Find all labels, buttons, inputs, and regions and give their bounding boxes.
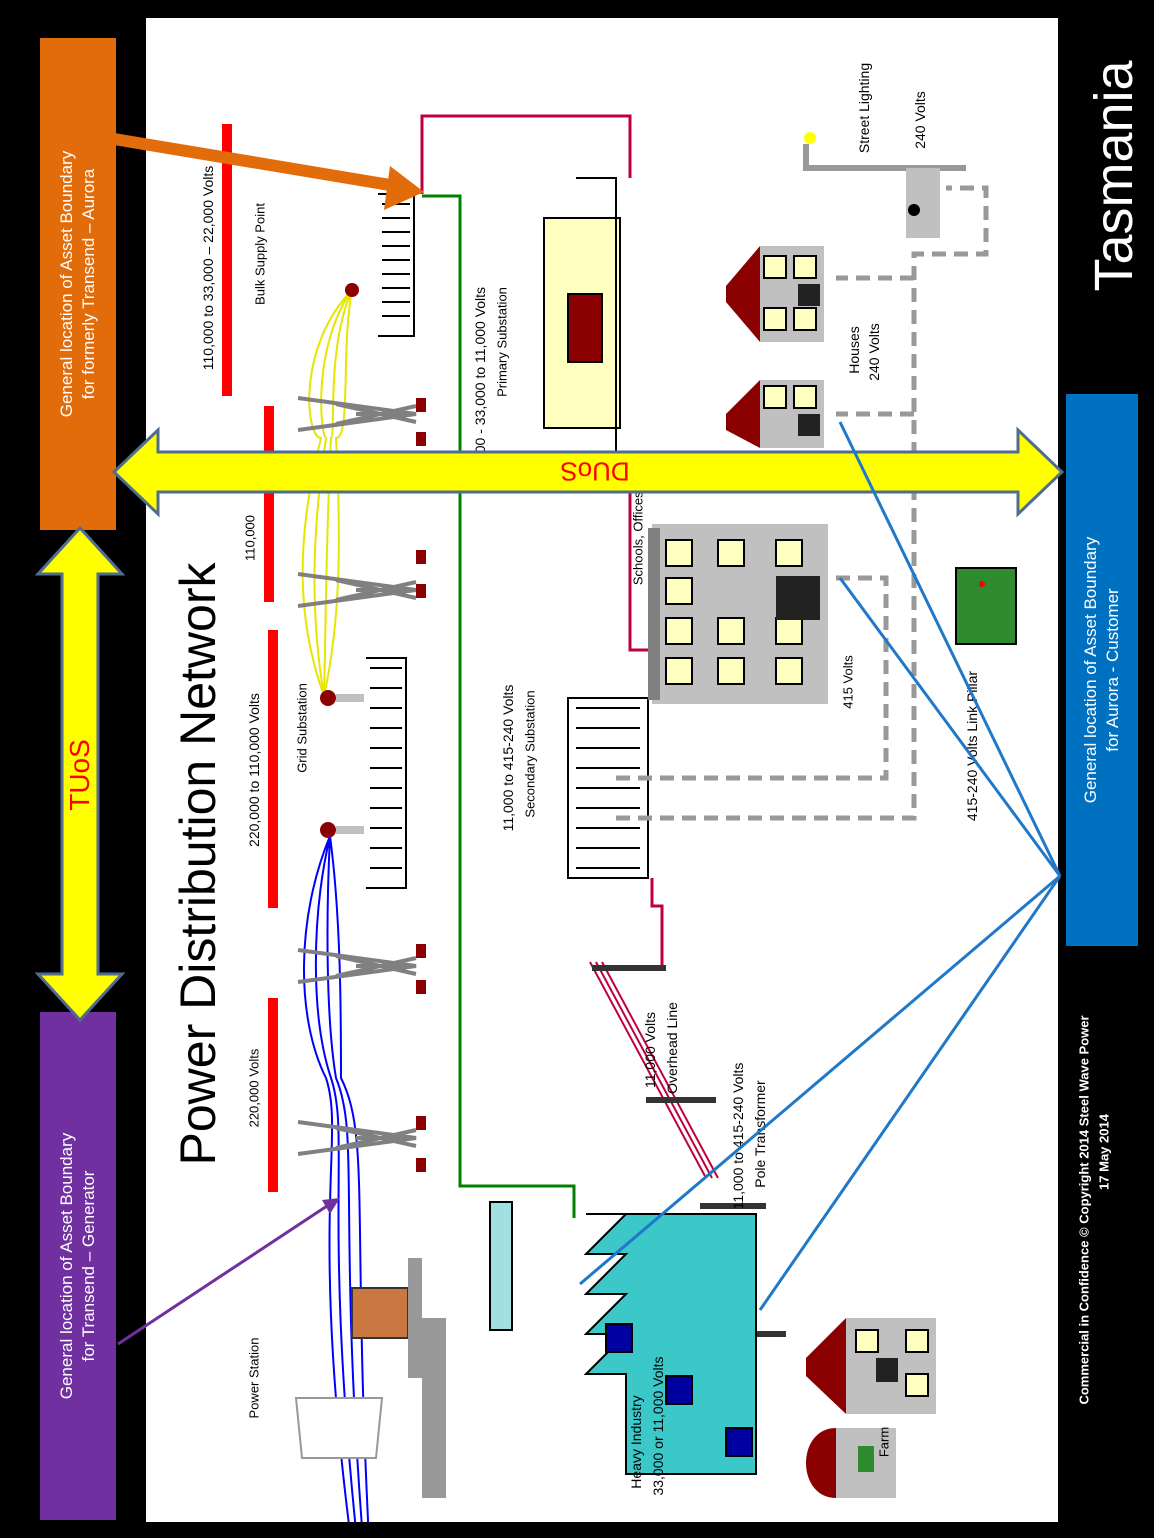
v110-bar xyxy=(264,406,274,602)
footer-date: 17 May 2014 xyxy=(1096,1114,1112,1190)
label-street: Street Lighting xyxy=(856,62,872,154)
hv-transmission-lines xyxy=(303,835,370,1522)
label-houses: Houses xyxy=(846,326,862,374)
lv-lines xyxy=(616,185,989,821)
schools-building xyxy=(648,524,828,704)
feeder-line xyxy=(422,194,576,1218)
duos-arrow xyxy=(112,426,1064,518)
diagram-title: Power Distribution Network xyxy=(170,562,226,1166)
label-heavy-v: 33,000 or 11,000 Volts xyxy=(650,1356,666,1496)
heavy-industry xyxy=(489,1201,757,1475)
v220-bar xyxy=(268,998,278,1192)
label-v220: 220,000 Volts xyxy=(246,1048,262,1128)
customer-pointer-arrows xyxy=(579,421,1062,1311)
label-primary: Primary Substation xyxy=(494,287,510,397)
aurora-boundary-line1: General location of Asset Boundary xyxy=(57,150,76,418)
generator-boundary-box: General location of Asset Boundary for T… xyxy=(40,1012,116,1520)
diagram-canvas: Power Distribution Network Power Station… xyxy=(146,18,1058,1522)
customer-boundary-line1: General location of Asset Boundary xyxy=(1081,536,1100,804)
customer-boundary-line2: for Aurora - Customer xyxy=(1103,588,1122,752)
label-grid-sub: Grid Substation xyxy=(294,683,310,773)
label-secondary-v: 11,000 to 415-240 Volts xyxy=(500,684,516,832)
generator-boundary-line2: for Transend – Generator xyxy=(79,1170,98,1362)
label-secondary: Secondary Substation xyxy=(522,690,538,818)
grid-substation-structure xyxy=(320,657,407,889)
overhead-line xyxy=(589,961,719,1179)
label-houses-v: 240 Volts xyxy=(866,323,882,381)
street-lighting xyxy=(803,132,966,238)
generator-pointer-arrow xyxy=(117,1198,340,1346)
tuos-label: TUoS xyxy=(64,739,95,811)
bsp-voltage-bar xyxy=(222,124,232,396)
label-grid-sub-v: 220,000 to 110,000 Volts xyxy=(246,693,262,847)
aurora-boundary-box: General location of Asset Boundary for f… xyxy=(40,38,116,530)
customer-boundary-box: General location of Asset Boundary for A… xyxy=(1066,394,1138,946)
power-station xyxy=(294,1258,446,1498)
tuos-arrow xyxy=(34,526,126,1022)
aurora-pointer-arrow xyxy=(107,132,424,210)
region-title: Tasmania xyxy=(1084,60,1144,292)
transmission-towers xyxy=(297,396,426,1172)
link-pillar xyxy=(955,567,1017,645)
label-heavy: Heavy Industry xyxy=(628,1395,644,1489)
label-v110: 110,000 xyxy=(242,514,258,562)
label-farm: Farm xyxy=(876,1426,892,1458)
aurora-boundary-line2: for formerly Transend – Aurora xyxy=(79,168,98,400)
label-street-v: 240 Volts xyxy=(912,91,928,149)
grid-voltage-bar xyxy=(268,630,278,908)
houses xyxy=(726,246,824,448)
footer-copyright: Commercial in Confidence © Copyright 201… xyxy=(1076,1015,1092,1405)
farm xyxy=(806,1318,936,1498)
bsp-structure xyxy=(345,193,415,337)
secondary-substation-structure xyxy=(567,697,649,879)
generator-boundary-line1: General location of Asset Boundary xyxy=(57,1132,76,1400)
diagram-drawing xyxy=(222,114,1017,1522)
